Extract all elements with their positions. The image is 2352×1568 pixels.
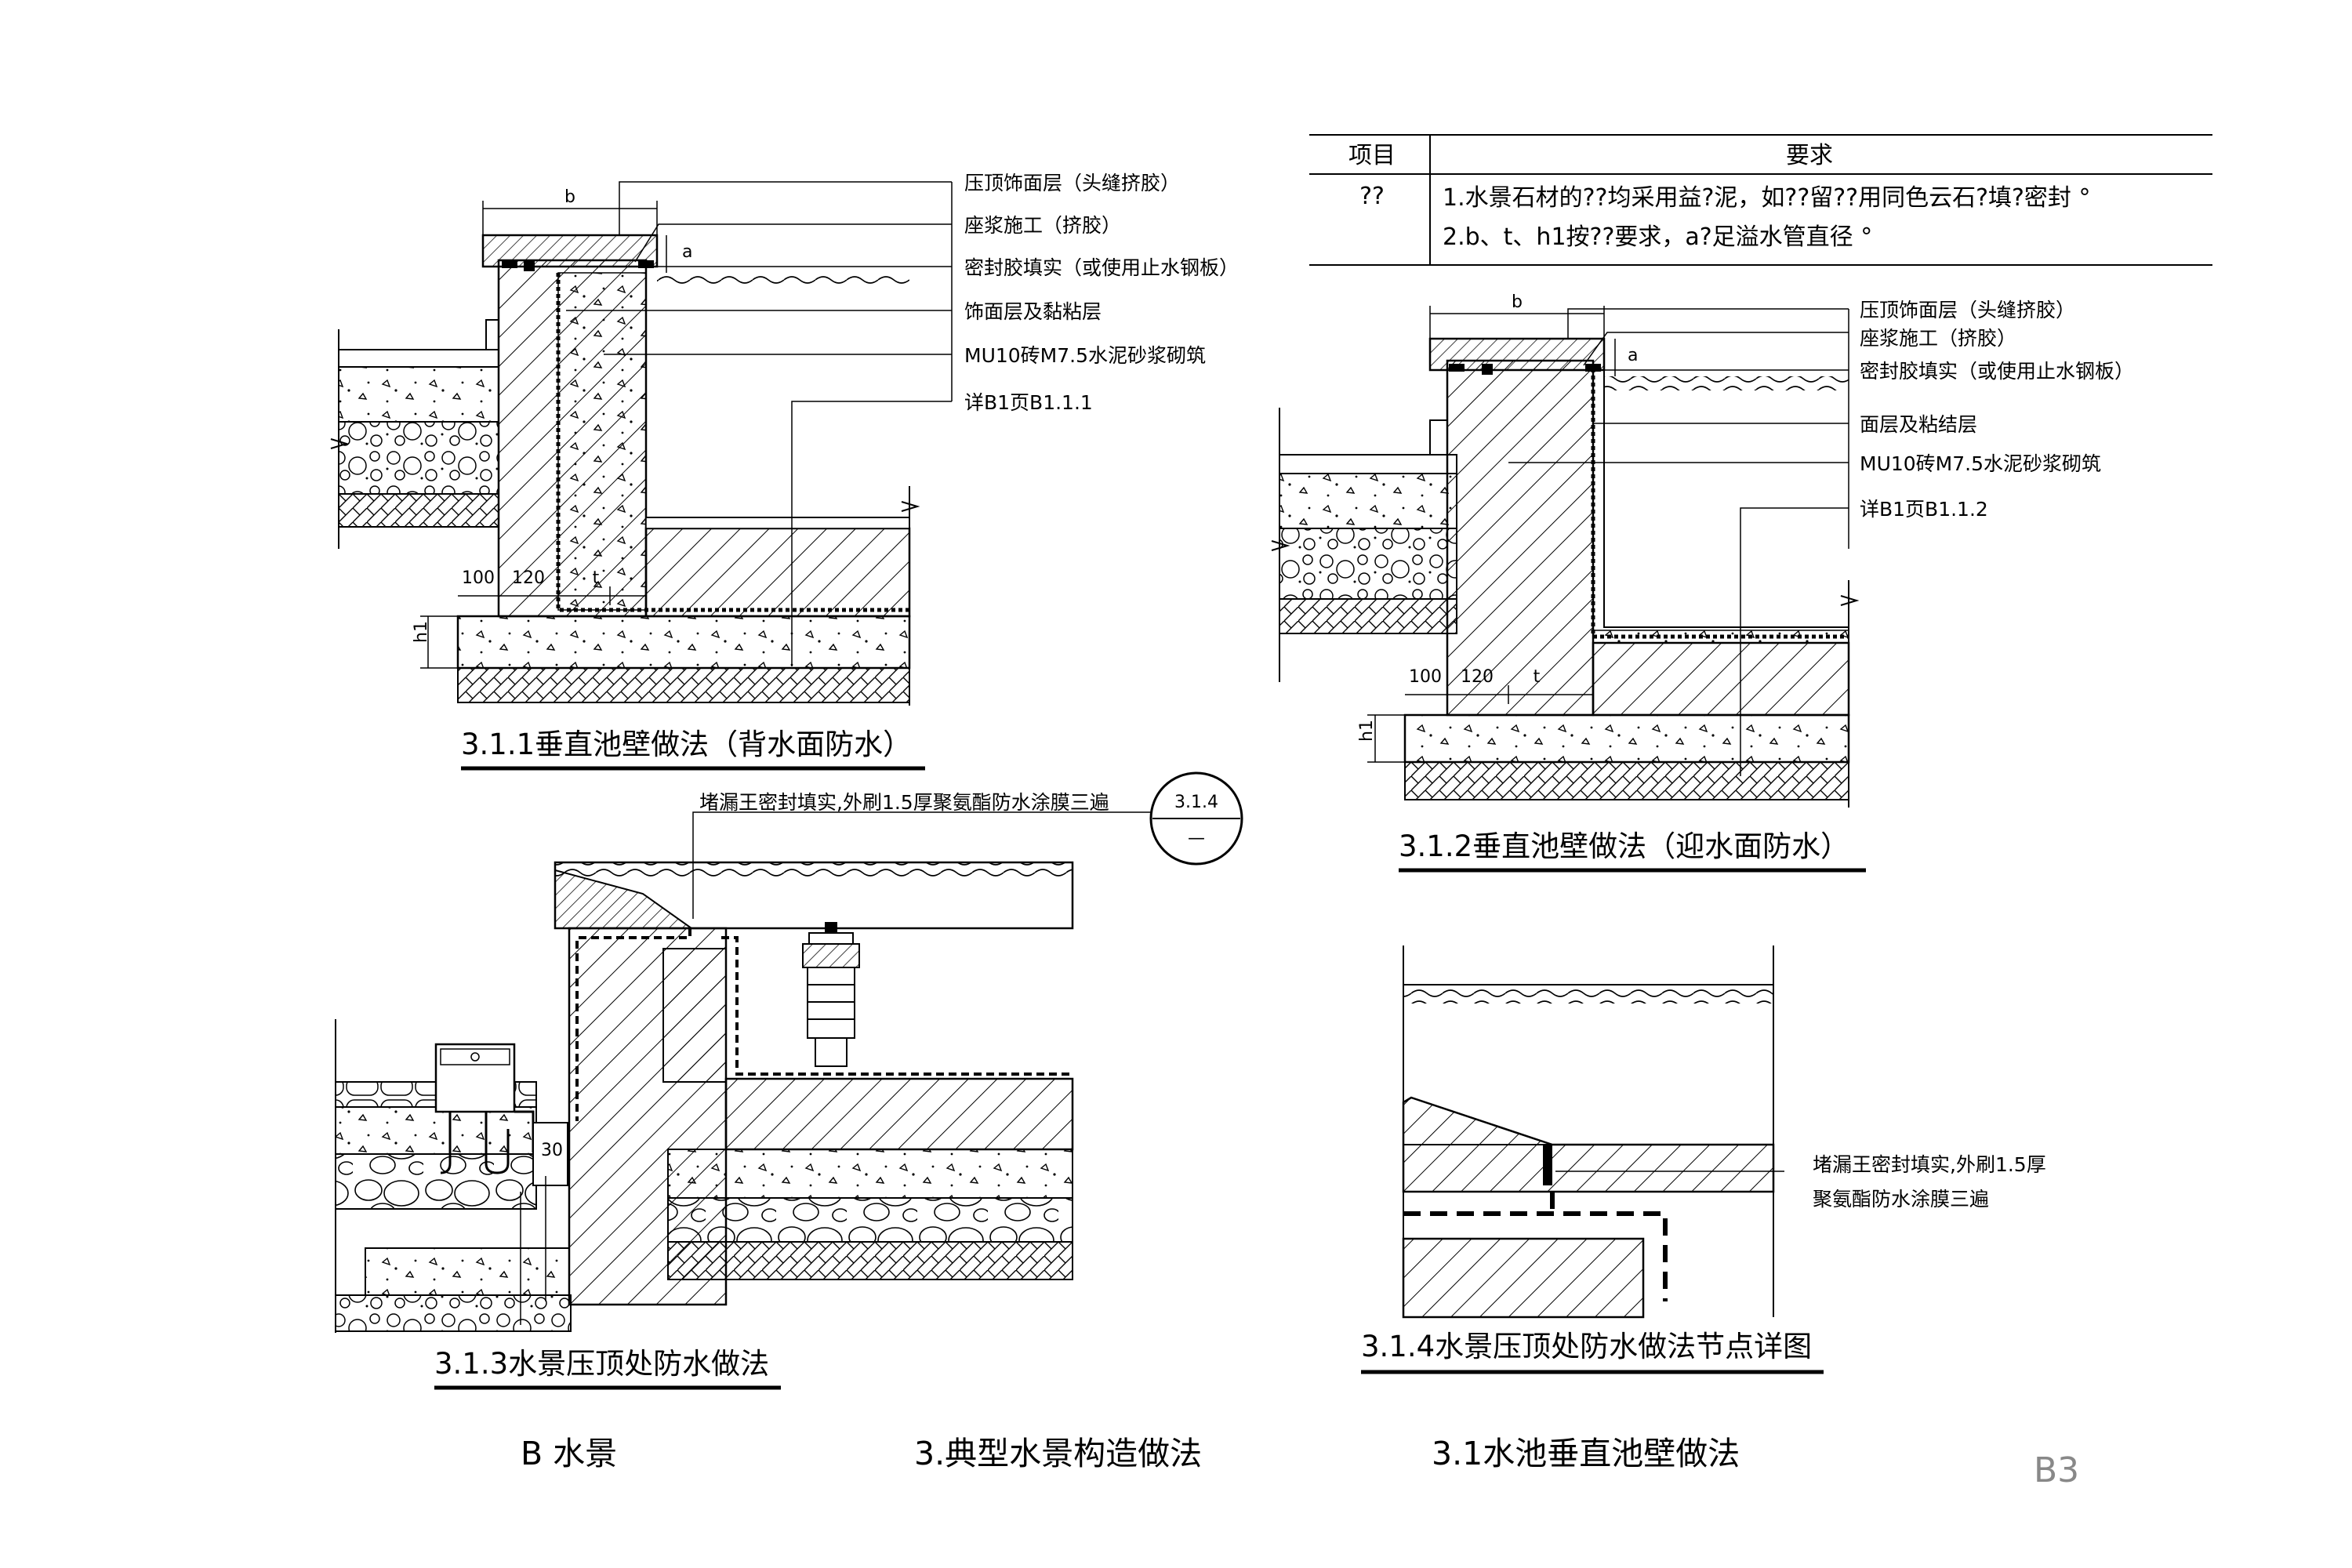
- footer-subsection: 3.1水池垂直池壁做法: [1432, 1435, 1740, 1472]
- sheet-number: B3: [2034, 1450, 2079, 1490]
- label-3-1-2-bedding: 座浆施工（挤胶）: [1860, 327, 2016, 350]
- ref-bubble-bottom: —: [1188, 829, 1205, 848]
- title-3-1-4: 3.1.4水景压顶处防水做法节点详图: [1361, 1330, 1812, 1363]
- ref-bubble-top: 3.1.4: [1174, 793, 1218, 812]
- dim-100-3-1-1: 100: [462, 568, 495, 588]
- label-3-1-1-coping: 压顶饰面层（头缝挤胶）: [964, 172, 1180, 194]
- table-header-item: 项目: [1348, 142, 1396, 169]
- label-3-1-1-ref: 详B1页B1.1.1: [964, 391, 1093, 414]
- label-3-1-1-brick: MU10砖M7.5水泥砂浆砌筑: [964, 344, 1206, 367]
- label-3-1-2-ref: 详B1页B1.1.2: [1860, 498, 1988, 521]
- label-3-1-1-finish: 饰面层及黏粘层: [964, 300, 1102, 323]
- dim-t-3-1-2: t: [1534, 667, 1541, 687]
- detail-3-1-2: b a 100 120 t h1 压顶饰面层（头缝挤胶） 座浆施工（挤胶） 密封…: [1271, 292, 2134, 873]
- detail-3-1-3: 30 堵漏王密封填实,外刷1.5厚聚氨酯防水涂膜三遍 3.1.4 — 3.1.3…: [335, 771, 1243, 1390]
- table-row-requirement-2: 2.b、t、h1按??要求，a?足溢水管直径 °: [1443, 223, 1872, 251]
- footer-chapter: 3.典型水景构造做法: [914, 1435, 1202, 1472]
- dim-120-3-1-2: 120: [1461, 667, 1494, 687]
- label-3-1-3: 堵漏王密封填实,外刷1.5厚聚氨酯防水涂膜三遍: [699, 791, 1109, 814]
- dim-b-3-1-1: b: [564, 187, 575, 207]
- dim-30-3-1-3: 30: [541, 1141, 563, 1160]
- footer-section: B 水景: [521, 1435, 617, 1472]
- title-3-1-1: 3.1.1垂直池壁做法（背水面防水）: [461, 728, 912, 761]
- dim-h1-3-1-2: h1: [1357, 720, 1377, 742]
- table-header-requirement: 要求: [1786, 142, 1833, 169]
- detail-reference-bubble: 3.1.4 —: [1149, 771, 1243, 866]
- label-3-1-1-bedding: 座浆施工（挤胶）: [964, 214, 1121, 237]
- overflow-box-icon: [434, 1043, 535, 1174]
- label-3-1-4-line2: 聚氨酯防水涂膜三遍: [1813, 1188, 1989, 1210]
- label-3-1-2-brick: MU10砖M7.5水泥砂浆砌筑: [1860, 452, 2101, 475]
- dim-100-3-1-2: 100: [1409, 667, 1442, 687]
- label-3-1-2-coping: 压顶饰面层（头缝挤胶）: [1860, 299, 2075, 321]
- dim-a-3-1-1: a: [682, 242, 692, 262]
- label-3-1-4-line1: 堵漏王密封填实,外刷1.5厚: [1813, 1153, 2046, 1176]
- dim-h1-3-1-1: h1: [412, 621, 431, 643]
- title-3-1-2: 3.1.2垂直池壁做法（迎水面防水）: [1399, 829, 1849, 863]
- label-3-1-2-finish: 面层及粘结层: [1860, 413, 1977, 436]
- title-3-1-3: 3.1.3水景压顶处防水做法: [434, 1347, 769, 1381]
- detail-3-1-1: b a 100 120 t h1 压顶饰面层（头缝挤胶） 座浆施工（挤胶） 密封…: [330, 172, 1239, 771]
- dim-b-3-1-2: b: [1512, 292, 1523, 312]
- label-3-1-2-sealant: 密封胶填实（或使用止水钢板）: [1860, 360, 2134, 383]
- dim-120-3-1-1: 120: [512, 568, 545, 588]
- requirement-table: 项目 要求 ?? 1.水景石材的??均采用益?泥，如??留??用同色云石?填?密…: [1309, 134, 2212, 266]
- table-row-item: ??: [1359, 183, 1385, 210]
- dim-t-3-1-1: t: [593, 568, 600, 588]
- drain-fitting-icon: [802, 922, 860, 1067]
- label-3-1-1-sealant: 密封胶填实（或使用止水钢板）: [964, 256, 1239, 279]
- detail-3-1-4: 堵漏王密封填实,外刷1.5厚 聚氨酯防水涂膜三遍 3.1.4水景压顶处防水做法节…: [1361, 946, 2046, 1374]
- dim-a-3-1-2: a: [1628, 346, 1638, 365]
- table-row-requirement-1: 1.水景石材的??均采用益?泥，如??留??用同色云石?填?密封 °: [1443, 184, 2090, 212]
